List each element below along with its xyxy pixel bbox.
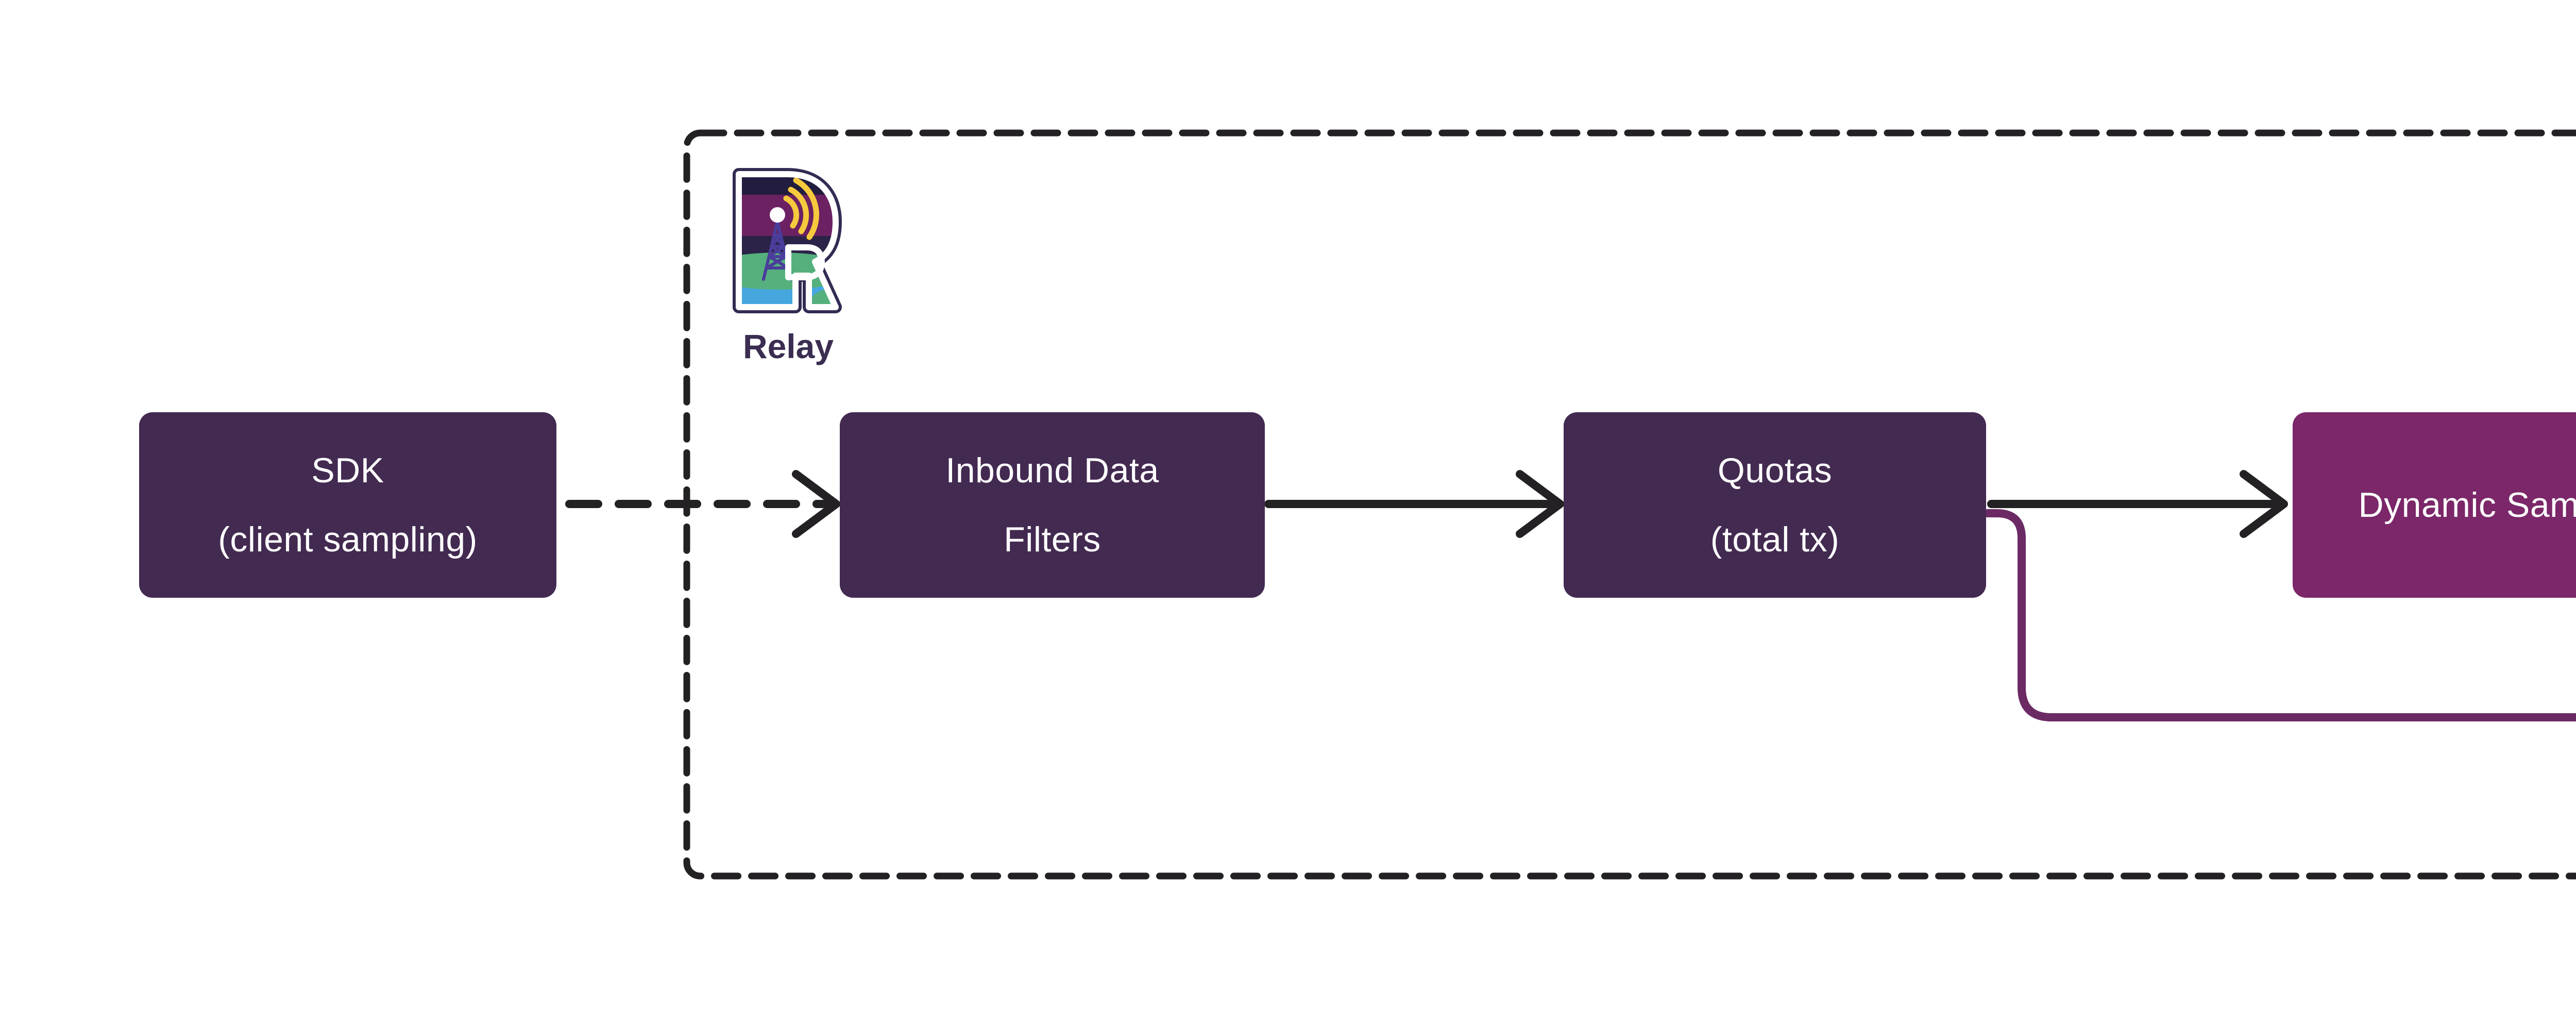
node-inbound-data-filters: Inbound Data Filters bbox=[840, 412, 1265, 598]
node-quotas: Quotas (total tx) bbox=[1564, 412, 1986, 598]
total-transactions-label: Total Transactions (aka metrics) bbox=[2339, 655, 2576, 700]
arrow-total-transactions-to-sentry bbox=[1984, 509, 2576, 721]
arrow-inbound-to-quotas bbox=[1264, 470, 1564, 538]
node-sdk-line2: (client sampling) bbox=[218, 520, 478, 559]
node-quotas-line2: (total tx) bbox=[1710, 520, 1840, 559]
arrow-quotas-to-dynamic-sampling bbox=[1987, 470, 2288, 538]
node-sdk: SDK (client sampling) bbox=[139, 412, 556, 598]
node-sdk-line1: SDK bbox=[311, 451, 384, 490]
arrow-sdk-to-inbound bbox=[565, 470, 840, 538]
relay-logo-icon bbox=[702, 165, 865, 325]
node-dynamic-sampling: Dynamic Sampling bbox=[2293, 412, 2576, 598]
node-quotas-line1: Quotas bbox=[1717, 451, 1833, 490]
node-dynamic-sampling-line1: Dynamic Sampling bbox=[2358, 485, 2576, 525]
node-inbound-line2: Filters bbox=[1004, 520, 1101, 559]
relay-label: Relay bbox=[742, 327, 834, 365]
node-inbound-line1: Inbound Data bbox=[945, 451, 1159, 490]
